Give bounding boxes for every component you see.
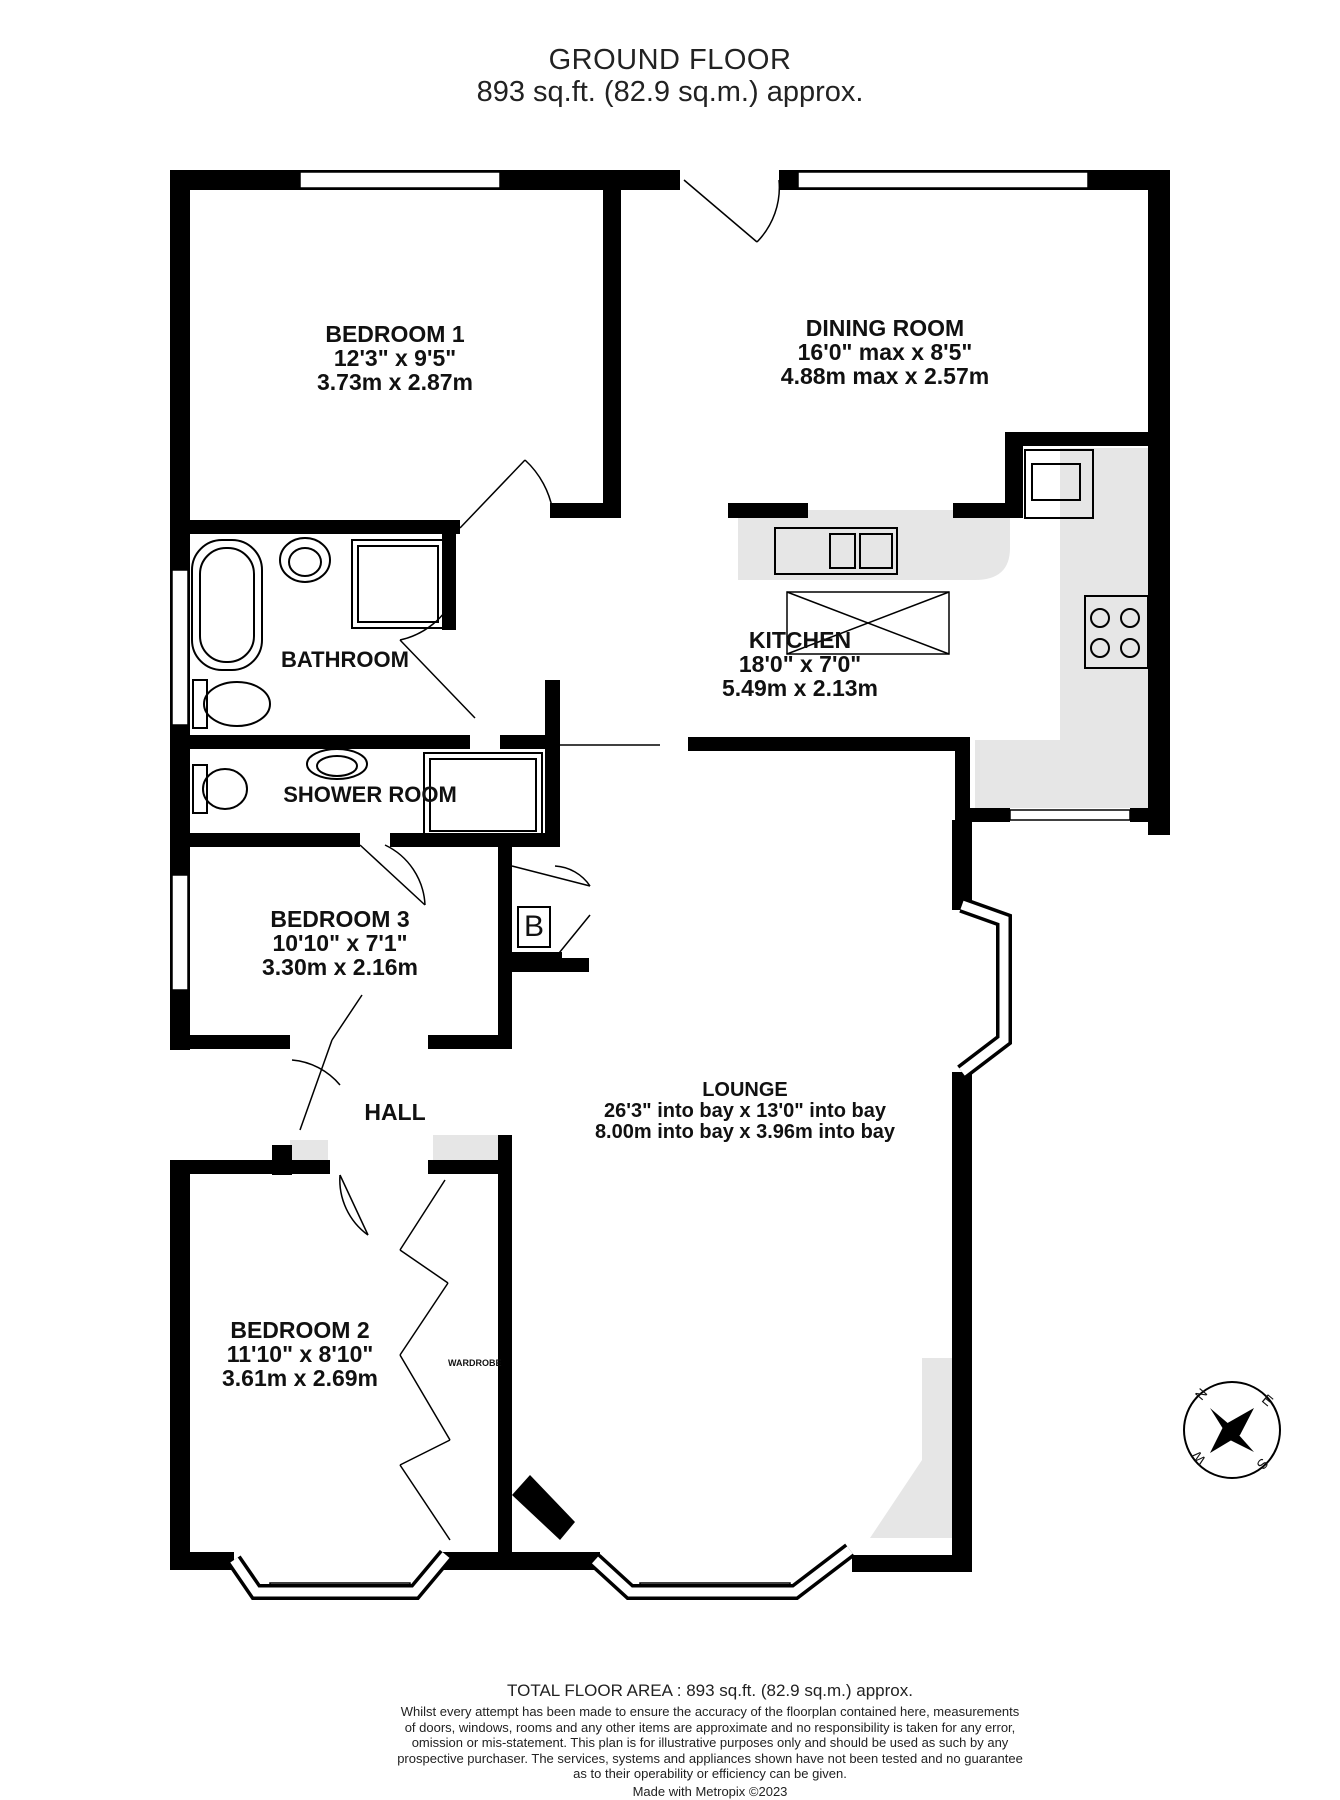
floor-area: 893 sq.ft. (82.9 sq.m.) approx. (476, 76, 864, 108)
room-name: DINING ROOM (805, 315, 965, 341)
room-dimensions-imperial: 18'0" x 7'0" (738, 651, 862, 678)
room-label-shower: SHOWER ROOM (265, 783, 475, 806)
bath (191, 539, 263, 671)
room-name: BEDROOM 3 (270, 906, 410, 932)
room-label-kitchen: KITCHEN 18'0" x 7'0" 5.49m x 2.13m (690, 627, 910, 702)
wardrobe-label: WARDROBE (448, 1358, 502, 1368)
room-dimensions-metric: 3.73m x 2.87m (316, 369, 473, 396)
room-label-bedroom1: BEDROOM 1 12'3" x 9'5" 3.73m x 2.87m (280, 321, 510, 396)
disclaimer: Whilst every attempt has been made to en… (330, 1704, 1090, 1782)
room-name: KITCHEN (748, 627, 852, 653)
compass-icon (1183, 1381, 1281, 1479)
disclaimer-line: as to their operability or efficiency ca… (573, 1766, 847, 1781)
room-name: LOUNGE (702, 1079, 788, 1101)
room-dimensions-imperial: 12'3" x 9'5" (333, 345, 457, 372)
room-dimensions-metric: 8.00m into bay x 3.96m into bay (594, 1121, 896, 1143)
fireplace (512, 1475, 575, 1540)
shower-trays (351, 539, 543, 838)
microwave (1024, 449, 1094, 519)
room-name: SHOWER ROOM (283, 782, 457, 807)
room-dimensions-metric: 3.30m x 2.16m (261, 954, 418, 981)
credit: Made with Metropix ©2023 (632, 1784, 788, 1799)
room-name: BEDROOM 2 (230, 1317, 370, 1343)
total-floor-area: TOTAL FLOOR AREA : 893 sq.ft. (82.9 sq.m… (507, 1681, 913, 1700)
hob (1084, 595, 1149, 669)
room-label-bedroom3: BEDROOM 3 10'10" x 7'1" 3.30m x 2.16m (230, 906, 450, 981)
bay-window-glass (230, 900, 1009, 1597)
boiler-label: B (517, 906, 551, 948)
room-dimensions-imperial: 11'10" x 8'10" (226, 1341, 374, 1368)
disclaimer-line: omission or mis-statement. This plan is … (411, 1735, 1009, 1750)
room-label-bathroom: BATHROOM (265, 648, 425, 671)
doors (291, 179, 781, 1541)
room-dimensions-imperial: 26'3" into bay x 13'0" into bay (604, 1100, 886, 1122)
room-dimensions-metric: 5.49m x 2.13m (721, 675, 878, 702)
disclaimer-line: prospective purchaser. The services, sys… (397, 1750, 1023, 1766)
disclaimer-line: Whilst every attempt has been made to en… (400, 1704, 1020, 1719)
bay-windows (227, 897, 1012, 1600)
room-name: BEDROOM 1 (325, 321, 465, 347)
room-dimensions-imperial: 10'10" x 7'1" (272, 930, 408, 957)
disclaimer-line: of doors, windows, rooms and any other i… (404, 1719, 1016, 1735)
room-name: HALL (364, 1099, 426, 1125)
room-dimensions-metric: 3.61m x 2.69m (221, 1365, 378, 1392)
room-label-hall: HALL (345, 1100, 445, 1124)
room-label-dining: DINING ROOM 16'0" max x 8'5" 4.88m max x… (735, 315, 1035, 390)
room-label-bedroom2: BEDROOM 2 11'10" x 8'10" 3.61m x 2.69m (190, 1317, 410, 1392)
room-label-lounge: LOUNGE 26'3" into bay x 13'0" into bay 8… (560, 1080, 930, 1143)
basin (279, 537, 368, 780)
room-name: BATHROOM (281, 647, 409, 672)
sink (774, 527, 898, 575)
floor-title: GROUND FLOOR (548, 44, 792, 76)
room-dimensions-metric: 4.88m max x 2.57m (780, 363, 990, 390)
toilets (192, 679, 271, 814)
worktops (290, 448, 1148, 1538)
room-dimensions-imperial: 16'0" max x 8'5" (797, 339, 973, 366)
island (786, 591, 950, 655)
